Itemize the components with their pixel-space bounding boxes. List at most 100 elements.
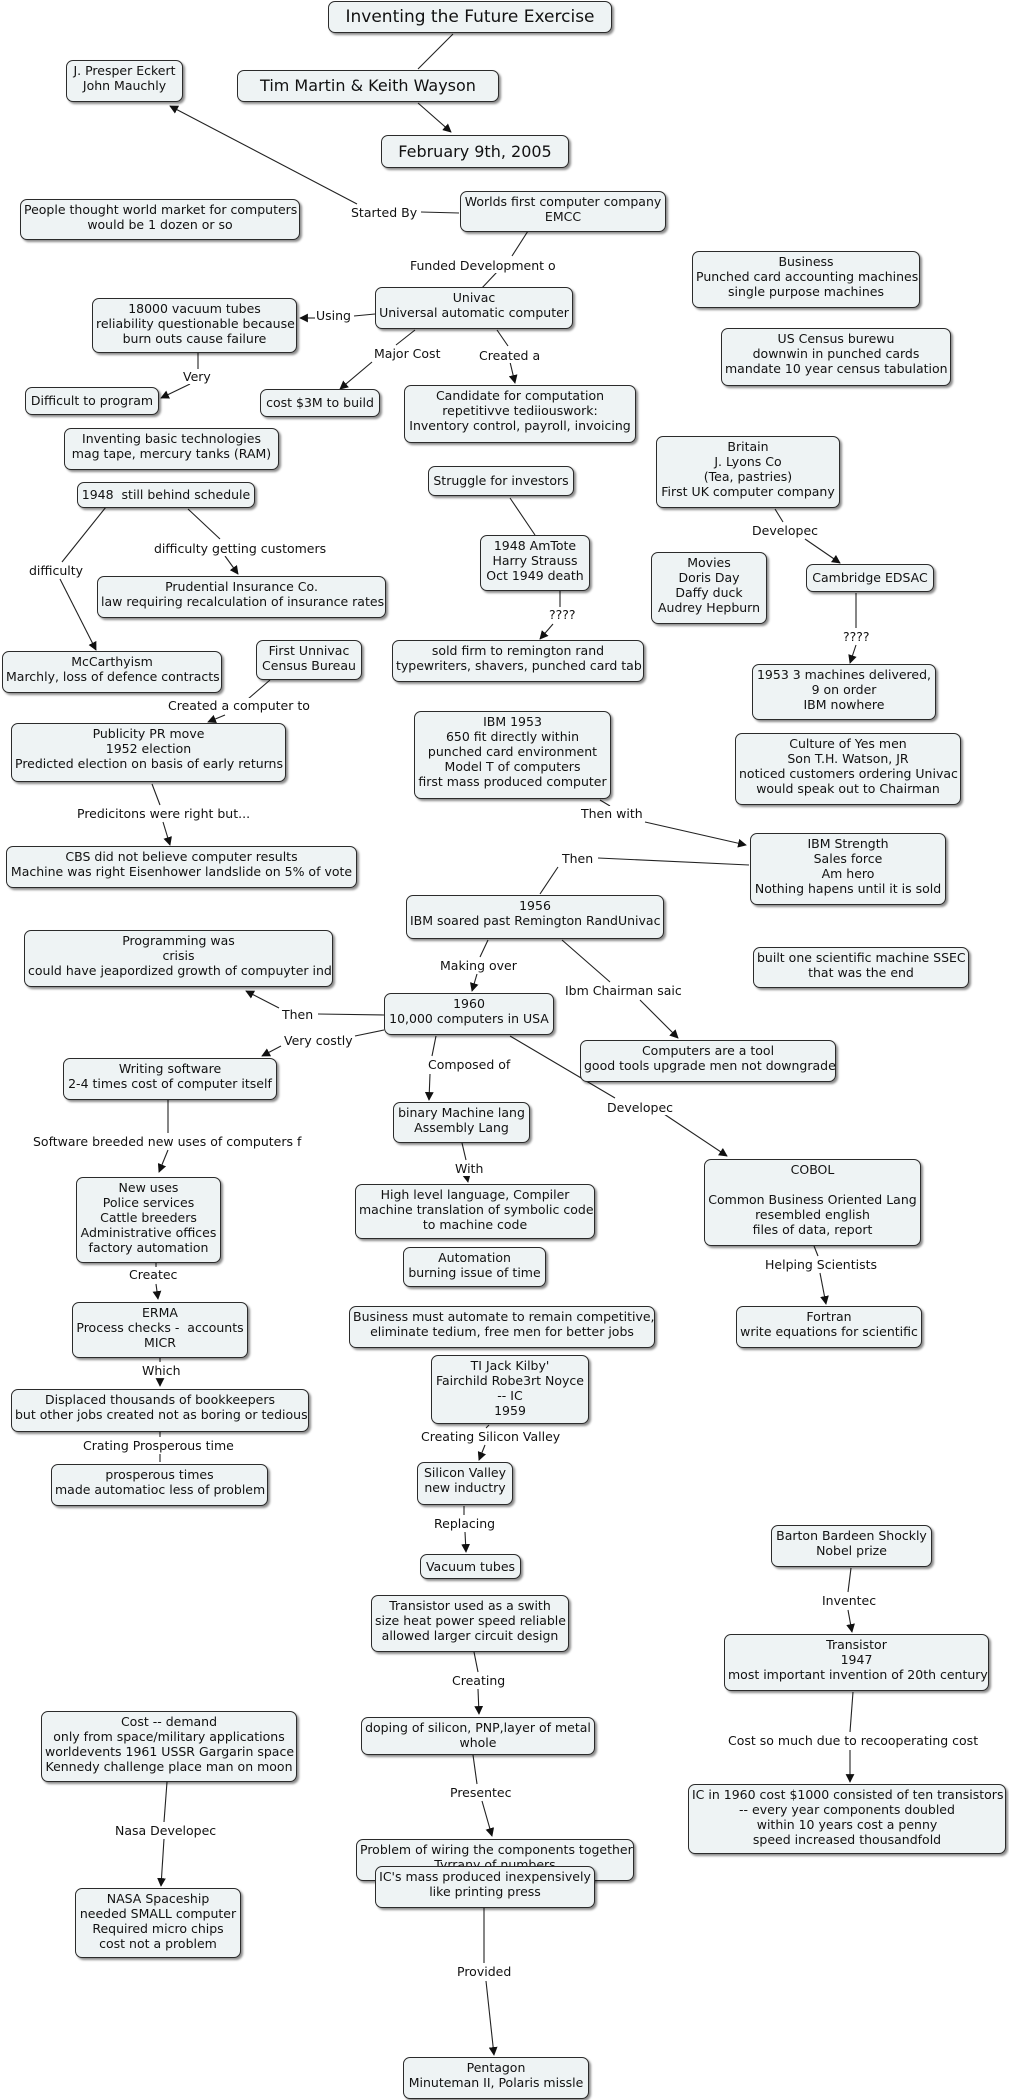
- census-node[interactable]: US Census burewu downwin in punched card…: [721, 328, 951, 386]
- binary-node[interactable]: binary Machine lang Assembly Lang: [393, 1102, 530, 1143]
- edge-provided-pentagon: [485, 1980, 498, 2056]
- link-label-question-2: ????: [842, 629, 871, 644]
- first-univac-node[interactable]: First Unnivac Census Bureau: [256, 640, 362, 680]
- edge-1960-then2: [317, 1013, 385, 1016]
- edsac-1953-node[interactable]: 1953 3 machines delivered, 9 on order IB…: [752, 664, 936, 720]
- link-label-nasa-developed: Nasa Developec: [114, 1823, 218, 1838]
- edge-creating-doping: [474, 1688, 484, 1715]
- inventing-basic-node[interactable]: Inventing basic technologies mag tape, m…: [64, 428, 279, 470]
- britain-node[interactable]: Britain J. Lyons Co (Tea, pastries) Firs…: [656, 436, 840, 508]
- behind-schedule-node[interactable]: 1948 still behind schedule: [77, 482, 255, 508]
- displaced-node[interactable]: Displaced thousands of bookkeepers but o…: [11, 1389, 309, 1432]
- mass-produced-node[interactable]: IC's mass produced inexpensively like pr…: [375, 1866, 595, 1908]
- transistor-node[interactable]: Transistor 1947 most important invention…: [724, 1634, 989, 1691]
- edge-invented-transistor: [846, 1609, 855, 1633]
- link-label-then-2: Then: [281, 1007, 315, 1022]
- edsac-node[interactable]: Cambridge EDSAC: [806, 564, 934, 592]
- transistor-used-node[interactable]: Transistor used as a swith size heat pow…: [371, 1595, 569, 1652]
- edge-firstunivac-createdcomputer: [247, 679, 271, 700]
- authors-node[interactable]: Tim Martin & Keith Wayson: [237, 70, 499, 102]
- y1956-node[interactable]: 1956 IBM soared past Remington RandUniva…: [406, 895, 664, 939]
- remington-node[interactable]: sold firm to remington rand typewriters,…: [392, 640, 644, 682]
- link-label-then-1: Then: [561, 851, 595, 866]
- link-label-funded: Funded Development o: [409, 258, 557, 273]
- erma-node[interactable]: ERMA Process checks - accounts MICR: [72, 1302, 248, 1358]
- edge-behind-difficulty: [61, 506, 107, 563]
- prosperous-node[interactable]: prosperous times made automatioc less of…: [51, 1464, 268, 1506]
- date-node[interactable]: February 9th, 2005: [381, 135, 569, 168]
- amtote-node[interactable]: 1948 AmTote Harry Strauss Oct 1949 death: [480, 535, 590, 591]
- edge-transistorused-creating: [473, 1651, 479, 1673]
- prudential-node[interactable]: Prudential Insurance Co. law requiring r…: [97, 576, 386, 618]
- edge-univac-majorcost: [395, 329, 416, 346]
- edge-developed2-cobol: [663, 1113, 728, 1157]
- edge-breeded-newuses: [157, 1149, 169, 1173]
- world-market-node[interactable]: People thought world market for computer…: [20, 199, 300, 240]
- ssec-node[interactable]: built one scientific machine SSEC that w…: [753, 947, 969, 988]
- automation-node[interactable]: Automation burning issue of time: [403, 1247, 546, 1287]
- ic-1960-node[interactable]: IC in 1960 cost $1000 consisted of ten t…: [688, 1784, 1006, 1854]
- new-uses-node[interactable]: New uses Police services Cattle breeders…: [76, 1177, 221, 1263]
- link-label-creating: Creating: [451, 1673, 507, 1688]
- high-level-node[interactable]: High level language, Compiler machine tr…: [355, 1184, 595, 1239]
- edge-tijack-creating: [485, 1424, 490, 1429]
- link-label-created-erma: Createc: [128, 1267, 179, 1282]
- edge-title-authors: [417, 33, 454, 70]
- link-label-then-with: Then with: [580, 806, 644, 821]
- difficult-to-program-node[interactable]: Difficult to program: [25, 387, 159, 415]
- fortran-node[interactable]: Fortran write equations for scientific: [736, 1306, 922, 1348]
- edge-britain-developed: [774, 508, 784, 523]
- struggle-node[interactable]: Struggle for investors: [428, 466, 574, 496]
- cost-demand-node[interactable]: Cost -- demand only from space/military …: [41, 1711, 297, 1782]
- link-label-presented: Presentec: [449, 1785, 513, 1800]
- link-label-developed-cobol: Developec: [606, 1100, 675, 1115]
- edge-makingover-1960: [470, 973, 479, 992]
- mccarthyism-node[interactable]: McCarthyism Marchly, loss of defence con…: [2, 651, 222, 693]
- link-label-replacing: Replacing: [433, 1516, 497, 1531]
- link-label-cost-so-much: Cost so much due to recooperating cost: [727, 1733, 980, 1748]
- writing-software-node[interactable]: Writing software 2-4 times cost of compu…: [63, 1058, 277, 1100]
- barton-node[interactable]: Barton Bardeen Shockly Nobel prize: [771, 1525, 932, 1567]
- edge-1960-verycostly: [354, 1029, 385, 1037]
- doping-node[interactable]: doping of silicon, PNP,layer of metal wh…: [361, 1717, 595, 1755]
- vacuum-18000-node[interactable]: 18000 vacuum tubes reliability questiona…: [92, 298, 297, 353]
- silicon-valley-node[interactable]: Silicon Valley new inductry: [417, 1462, 513, 1505]
- pentagon-node[interactable]: Pentagon Minuteman II, Polaris missle: [403, 2057, 589, 2099]
- business-node[interactable]: Business Punched card accounting machine…: [692, 251, 920, 308]
- ibm-strength-node[interactable]: IBM Strength Sales force Am hero Nothing…: [750, 833, 946, 905]
- business-automate-node[interactable]: Business must automate to remain competi…: [349, 1306, 655, 1348]
- tool-node[interactable]: Computers are a tool good tools upgrade …: [580, 1040, 836, 1082]
- link-label-predictions: Predicitons were right but...: [76, 806, 252, 821]
- programming-node[interactable]: Programming was crisis could have jeapor…: [24, 930, 333, 987]
- edge-ibm1953-thenwith: [599, 799, 611, 807]
- culture-node[interactable]: Culture of Yes men Son T.H. Watson, JR n…: [735, 733, 961, 805]
- nasa-node[interactable]: NASA Spaceship needed SMALL computer Req…: [75, 1888, 241, 1958]
- publicity-node[interactable]: Publicity PR move 1952 election Predicte…: [11, 723, 286, 782]
- edge-univac-using: [353, 313, 376, 317]
- movies-node[interactable]: Movies Doris Day Daffy duck Audrey Hepbu…: [651, 552, 767, 624]
- edge-composed-binary: [424, 1073, 434, 1101]
- link-label-crating: Crating Prosperous time: [82, 1438, 235, 1453]
- link-label-using: Using: [315, 308, 352, 323]
- y1960-node[interactable]: 1960 10,000 computers in USA: [384, 993, 554, 1035]
- emcc-node[interactable]: Worlds first computer company EMCC: [460, 191, 666, 232]
- link-label-created-a: Created a: [478, 348, 542, 363]
- cobol-node[interactable]: COBOL Common Business Oriented Lang rese…: [704, 1159, 921, 1246]
- candidate-node[interactable]: Candidate for computation repetitivve te…: [404, 385, 636, 443]
- univac-node[interactable]: Univac Universal automatic computer: [375, 287, 573, 329]
- edge-authors-date: [417, 102, 452, 133]
- edge-creating-silicon: [477, 1444, 487, 1461]
- link-label-ibm-chairman: Ibm Chairman saic: [564, 983, 683, 998]
- ti-jack-node[interactable]: TI Jack Kilby' Fairchild Robe3rt Noyce -…: [431, 1355, 589, 1424]
- link-label-making-over: Making over: [439, 958, 518, 973]
- eckert-mauchly-node[interactable]: J. Presper Eckert John Mauchly: [66, 60, 183, 102]
- edge-doping-presented: [472, 1754, 478, 1785]
- vacuum-tubes-node[interactable]: Vacuum tubes: [420, 1554, 521, 1579]
- cost-3m-node[interactable]: cost $3M to build: [260, 389, 380, 417]
- cbs-node[interactable]: CBS did not believe computer results Mac…: [6, 846, 357, 888]
- title-node[interactable]: Inventing the Future Exercise: [328, 1, 612, 33]
- ibm-1953-node[interactable]: IBM 1953 650 fit directly within punched…: [414, 711, 611, 799]
- edge-funded-univac: [480, 271, 498, 290]
